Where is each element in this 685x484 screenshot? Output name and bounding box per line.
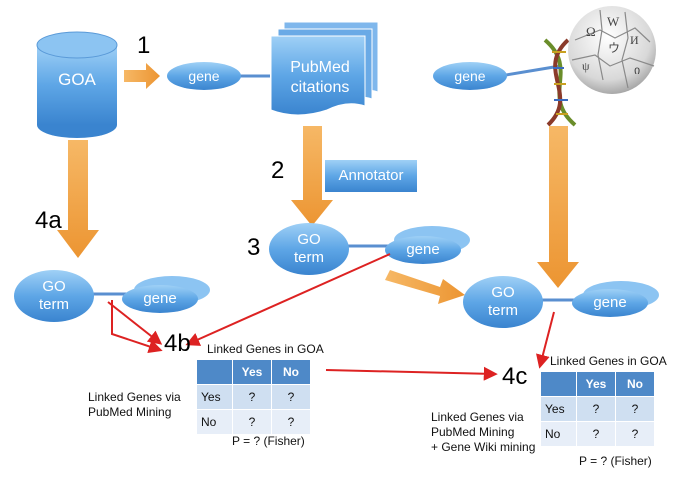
go-term-right-label-2: term xyxy=(488,302,518,319)
table-c-cell: ? xyxy=(615,396,655,422)
svg-text:Ω: Ω xyxy=(586,24,596,39)
contingency-table-4c: Yes No Yes ? ? No ? ? xyxy=(541,372,655,446)
go-term-node-right xyxy=(463,276,543,328)
table-c-header-yes: Yes xyxy=(576,372,616,397)
table-b-row-no: No xyxy=(197,409,233,434)
gene-top-right-label: gene xyxy=(454,68,486,84)
svg-text:ი: ი xyxy=(634,63,640,77)
pubmed-label-line2: citations xyxy=(290,79,350,96)
go-term-node-left xyxy=(14,270,94,322)
table-b-cell: ? xyxy=(271,384,311,410)
contingency-table-4b: Yes No Yes ? ? No ? ? xyxy=(197,360,311,434)
table-b-row-yes: Yes xyxy=(197,384,233,410)
gene-right-label: gene xyxy=(593,294,627,311)
table-c-cell: ? xyxy=(576,421,616,446)
go-term-center-label-1: GO xyxy=(297,231,321,248)
step-4c-label: 4c xyxy=(502,363,528,390)
wikipedia-globe-icon: Ω W И ウ ψ ი xyxy=(568,6,656,94)
table-c-cell: ? xyxy=(615,421,655,446)
gene-node-right xyxy=(572,289,648,317)
table-b-header-yes: Yes xyxy=(232,360,272,385)
step-1-label: 1 xyxy=(137,32,151,59)
arrow-step4a xyxy=(57,140,99,258)
table-c-row-yes: Yes xyxy=(541,396,577,422)
red-arrow-4b-to-4c xyxy=(325,366,498,381)
go-term-right-label-1: GO xyxy=(491,284,515,301)
step-3-label: 3 xyxy=(247,234,261,261)
table-c-row-caption-3: + Gene Wiki mining xyxy=(431,440,536,454)
red-arrow-left-go-to-4b xyxy=(107,301,163,345)
gene-center-label: gene xyxy=(406,241,440,258)
gene-left-label: gene xyxy=(143,290,177,307)
table-b-row-caption-2: PubMed Mining xyxy=(88,405,172,419)
gene-node-top-left xyxy=(167,62,241,90)
go-term-center-label-2: term xyxy=(294,249,324,266)
red-arrow-right-gene-to-4c xyxy=(536,311,555,369)
table-b-title: Linked Genes in GOA xyxy=(207,342,324,356)
gene-node-left xyxy=(122,285,198,313)
arrow-step2 xyxy=(291,126,333,226)
arrow-center-to-right xyxy=(385,270,465,304)
go-term-left-label-1: GO xyxy=(42,278,66,295)
table-c-row-no: No xyxy=(541,421,577,446)
table-c-cell: ? xyxy=(576,396,616,422)
table-b-row-caption-1: Linked Genes via xyxy=(88,390,181,404)
red-arrow-left-gene-to-4b xyxy=(111,300,163,354)
table-c-row-caption-1: Linked Genes via xyxy=(431,410,524,424)
step-2-label: 2 xyxy=(271,157,285,184)
pubmed-label-line1: PubMed xyxy=(290,59,350,76)
svg-text:ウ: ウ xyxy=(608,41,620,55)
table-b-cell: ? xyxy=(271,409,311,434)
table-c-row-caption-2: PubMed Mining xyxy=(431,425,515,439)
goa-label: GOA xyxy=(58,70,96,89)
table-c-header-no: No xyxy=(615,372,655,397)
pubmed-citations-stack xyxy=(270,21,379,116)
gene-node-center xyxy=(385,236,461,264)
step-4a-label: 4a xyxy=(35,207,62,234)
table-b-cell: ? xyxy=(232,409,272,434)
svg-text:И: И xyxy=(630,33,639,47)
table-b-header-no: No xyxy=(271,360,311,385)
connector-gene-wiki xyxy=(499,64,561,78)
go-term-node-center xyxy=(269,223,349,275)
gene-top-left-label: gene xyxy=(188,68,220,84)
table-c-title: Linked Genes in GOA xyxy=(550,354,667,368)
step-4b-label: 4b xyxy=(164,330,191,357)
arrow-wiki-down xyxy=(537,126,579,288)
svg-text:W: W xyxy=(607,14,620,29)
goa-database xyxy=(36,31,118,138)
table-c-corner xyxy=(541,372,577,397)
table-b-corner xyxy=(197,360,233,385)
dna-helix-icon xyxy=(543,38,577,127)
table-b-cell: ? xyxy=(232,384,272,410)
go-term-left-label-2: term xyxy=(39,296,69,313)
annotator-box xyxy=(325,160,417,192)
annotator-label: Annotator xyxy=(338,167,404,184)
red-arrow-center-gene-to-4b xyxy=(185,253,391,346)
table-c-stat: P = ? (Fisher) xyxy=(579,454,652,468)
arrow-step1 xyxy=(124,63,160,89)
gene-node-top-right xyxy=(433,62,507,90)
svg-text:ψ: ψ xyxy=(582,59,590,73)
table-b-stat: P = ? (Fisher) xyxy=(232,434,305,448)
